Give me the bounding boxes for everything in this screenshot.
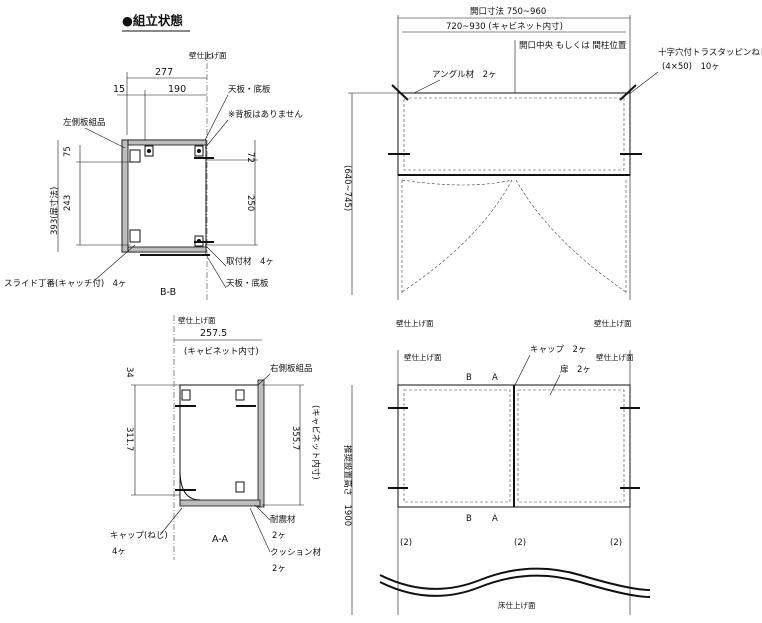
label-top-bottom-panel-1: 天板・底板: [228, 84, 271, 95]
dim-3557: 355.7: [290, 426, 300, 450]
bracket-a3: [235, 481, 245, 493]
wall-left-plan: 壁仕上げ面: [396, 318, 434, 328]
wall-ref-marker: |◁: [204, 51, 213, 60]
dim-190: 190: [168, 84, 186, 95]
screw-spec: (4×50) 10ヶ: [662, 62, 720, 72]
cut-b-bottom: B: [466, 514, 472, 524]
dim-250: 250: [245, 195, 255, 211]
front-view: 壁仕上げ面 壁仕上げ面 キャップ 2ヶ 扉 2ヶ B A B A 推奨設置高さ …: [342, 345, 651, 615]
cut-b-top: B: [466, 373, 472, 383]
leader-1: [204, 94, 229, 141]
center-note: 開口中央 もしくは 間柱位置: [519, 40, 627, 51]
gap-left: (2): [400, 538, 412, 548]
label-right-side-panel: 右側板組品: [270, 363, 313, 374]
gap-mid: (2): [514, 538, 526, 548]
cabinet-inner-plan: [403, 97, 625, 171]
dim-2575: 257.5: [200, 328, 227, 339]
leader-a2: [254, 504, 271, 521]
dim-3117: 311.7: [124, 427, 134, 451]
leader-door: [549, 374, 561, 396]
label-cushion-qty: 2ヶ: [272, 564, 286, 574]
screw-label: 十字穴付トラスタッピンねじ: [658, 47, 762, 58]
door-right-inner: [517, 389, 625, 503]
leader-a3: [249, 507, 271, 553]
break-line-lower: [379, 574, 651, 598]
dim-243: 243: [63, 195, 73, 211]
label-top-bottom-panel-2: 天板・底板: [226, 278, 269, 289]
recommended-height: 推奨設置高さ 1900: [342, 445, 353, 526]
drawing-title: ●組立状態: [122, 13, 183, 28]
wall-right-plan: 壁仕上げ面: [594, 318, 632, 328]
leader-a4: [159, 507, 183, 536]
label-cushion: クッション材: [270, 547, 322, 558]
depth-dimension: (640~745): [342, 165, 352, 211]
door-label: 扉 2ヶ: [560, 364, 591, 375]
bracket-a1: [181, 389, 191, 401]
left-side-panel-hatch: [121, 139, 129, 253]
break-line-upper: [379, 567, 651, 591]
section-b-b-view: 壁仕上げ面 |◁ 277 15 190 天板・底板 ※背板はありません 左: [4, 50, 303, 300]
cabinet-inner-vertical: (キャビネット内寸): [310, 405, 321, 480]
bottom-panel-hatch: [127, 246, 207, 253]
door-left-inner: [403, 389, 511, 503]
opening-dimension: 開口寸法 750~960: [470, 6, 546, 17]
leader-cap: [514, 354, 531, 386]
wall-ref-a: 壁仕上げ面: [178, 315, 216, 325]
label-left-side-panel: 左側板組品: [63, 117, 106, 128]
leader-6: [94, 244, 136, 281]
label-slide-hinge: スライド丁番(キャッチ付) 4ヶ: [4, 278, 127, 289]
door-left-arc: [401, 179, 513, 293]
cap-label: キャップ 2ヶ: [530, 345, 586, 355]
cut-a-top: A: [492, 373, 498, 383]
floor-label: 床仕上げ面: [498, 600, 536, 610]
section-a-a-view: 壁仕上げ面 257.5 (キャビネット内寸) 右側板組品 34 311.7 35…: [110, 315, 322, 574]
cabinet-section-a: [179, 384, 263, 506]
label-seismic: 耐震材: [270, 514, 296, 525]
cabinet-inner-label: (キャビネット内寸): [184, 346, 259, 357]
gap-right: (2): [610, 538, 622, 548]
screw-dot: [197, 149, 201, 153]
dim-393: 393(扉寸法): [49, 187, 60, 235]
right-side-panel-hatch: [257, 379, 265, 508]
screw-plan-tl: [391, 84, 409, 101]
bottom-curve: [179, 469, 201, 501]
dim-15: 15: [113, 84, 125, 95]
cut-a-bottom: A: [492, 514, 498, 524]
wall-right-front: 壁仕上げ面: [596, 352, 634, 362]
cabinet-range: 720~930 (キャビネット内寸): [446, 21, 563, 32]
top-panel-hatch: [127, 139, 207, 146]
label-cap-screw: キャップ(ねじ): [110, 531, 168, 541]
section-label-b-b: B-B: [160, 287, 176, 298]
screw-plan-tr: [619, 84, 637, 101]
leader-4: [204, 244, 227, 267]
leader-3: [84, 127, 126, 149]
label-mount-bracket: 取付材 4ヶ: [226, 256, 274, 267]
label-no-back-panel: ※背板はありません: [228, 109, 303, 120]
dim-75: 75: [63, 146, 73, 157]
leader-screw: [627, 71, 659, 96]
door-left-closed-swing: [401, 179, 513, 186]
leader-a1: [257, 373, 271, 386]
hinge-lower: [129, 229, 141, 243]
cabinet-plan: [397, 92, 631, 176]
label-seismic-qty: 2ヶ: [272, 531, 286, 541]
hinge-upper: [129, 149, 141, 163]
leader-5: [204, 252, 227, 289]
wall-ref-label: 壁仕上げ面: [189, 50, 227, 60]
bracket-a2: [235, 389, 245, 401]
section-label-a-a: A-A: [212, 534, 229, 545]
plan-view: 開口寸法 750~960 720~930 (キャビネット内寸) 開口中央 もしく…: [342, 6, 762, 328]
dim-34: 34: [124, 367, 134, 378]
screw-dot: [147, 149, 151, 153]
dim-72: 72: [245, 152, 255, 163]
angle-label: アングル材 2ヶ: [432, 69, 497, 80]
wall-left-front: 壁仕上げ面: [404, 352, 442, 362]
dim-277: 277: [155, 67, 173, 78]
door-right-arc: [515, 179, 627, 293]
leader-2: [204, 119, 229, 149]
bottom-panel-a-hatch: [179, 499, 261, 507]
label-cap-qty: 4ヶ: [112, 547, 126, 557]
